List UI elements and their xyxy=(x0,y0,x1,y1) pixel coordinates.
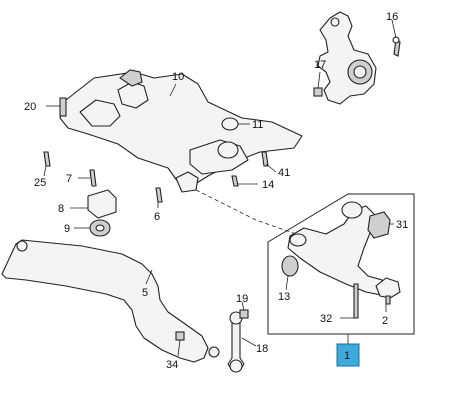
stabilizer-bushing-9 xyxy=(74,219,111,237)
lower-control-arm xyxy=(287,201,395,297)
subframe-bolt-41 xyxy=(261,151,277,173)
knuckle-nut-17 xyxy=(313,71,323,97)
link-nut-19 xyxy=(239,301,249,319)
label-32: 32 xyxy=(320,313,332,325)
label-8: 8 xyxy=(58,203,64,215)
label-10: 10 xyxy=(172,71,184,83)
label-6: 6 xyxy=(154,211,160,223)
stabilizer-bar xyxy=(1,239,220,363)
label-20: 20 xyxy=(24,101,36,113)
front-subframe xyxy=(59,69,303,235)
leader-10 xyxy=(169,83,177,97)
label-34: 34 xyxy=(166,359,178,371)
label-1: 1 xyxy=(344,350,350,362)
label-18: 18 xyxy=(256,343,268,355)
label-7: 7 xyxy=(66,173,72,185)
ball-joint-2 xyxy=(375,277,401,312)
stabilizer-bolt-7 xyxy=(78,169,97,187)
label-5: 5 xyxy=(142,287,148,299)
subframe-bush-11 xyxy=(221,117,250,131)
label-41: 41 xyxy=(278,167,290,179)
stabilizer-bracket-8 xyxy=(70,189,117,219)
subframe-bolt-20 xyxy=(46,97,67,117)
label-11: 11 xyxy=(252,119,263,131)
link-nut-34 xyxy=(175,331,185,357)
lower-arm-frame xyxy=(267,193,415,335)
label-31: 31 xyxy=(396,219,408,231)
label-16: 16 xyxy=(386,11,398,23)
subframe-bolt-6 xyxy=(155,187,163,208)
arm-bushing-13 xyxy=(281,255,299,291)
callout-part-1[interactable]: 1 xyxy=(336,343,360,367)
subframe-bolt-25 xyxy=(43,151,51,177)
label-2: 2 xyxy=(382,315,388,327)
label-9: 9 xyxy=(64,223,70,235)
label-19: 19 xyxy=(236,293,248,305)
subframe-bolt-14 xyxy=(231,175,258,187)
arm-bolt-32 xyxy=(340,283,359,319)
label-17: 17 xyxy=(314,59,326,71)
knuckle-bolt-16 xyxy=(391,19,401,57)
arm-bushing-31 xyxy=(367,211,394,239)
label-13: 13 xyxy=(278,291,290,303)
stabilizer-link xyxy=(227,311,257,373)
steering-knuckle xyxy=(317,11,377,105)
label-14: 14 xyxy=(262,179,274,191)
label-25: 25 xyxy=(34,177,46,189)
